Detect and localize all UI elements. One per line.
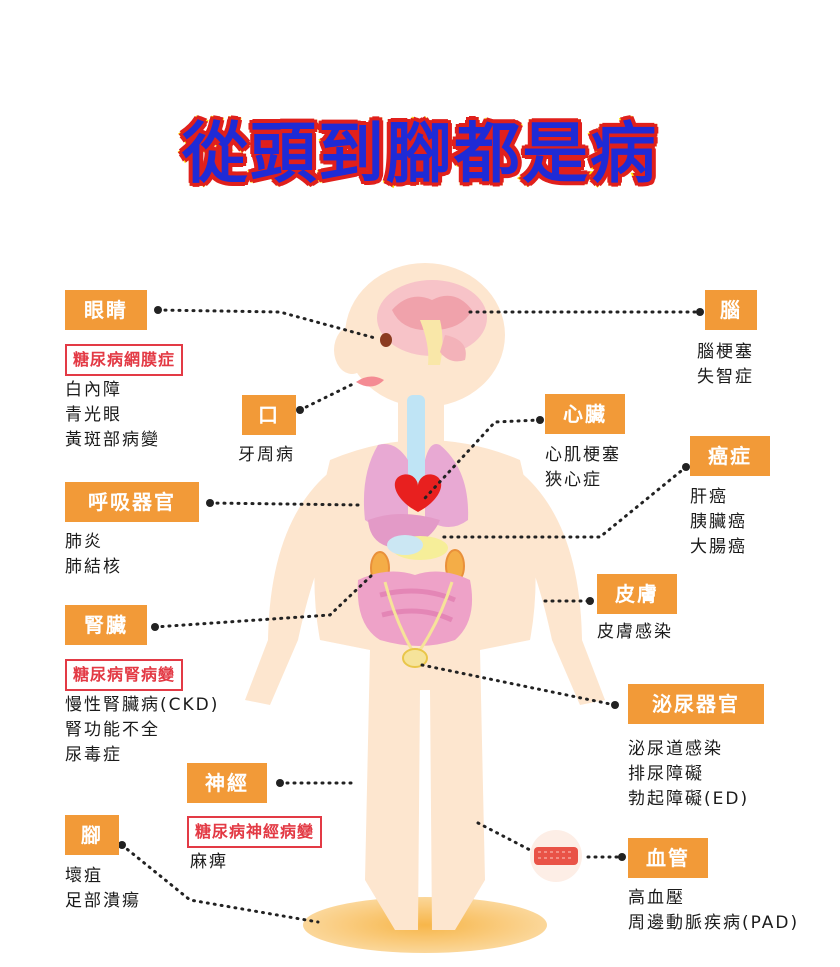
trachea [407, 395, 425, 485]
highlight-nerve: 糖尿病神經病變 [187, 816, 323, 848]
list-vessel: 高血壓 周邊動脈疾病(PAD) [628, 886, 799, 936]
list-item: 皮膚感染 [597, 622, 673, 642]
tag-kidney: 腎臟 [65, 605, 147, 645]
list-nerve: 麻痺 [190, 850, 228, 875]
brain-organ [377, 280, 487, 365]
list-item: 肺結核 [65, 557, 122, 577]
tag-urinary: 泌尿器官 [628, 684, 764, 724]
list-item: 尿毒症 [65, 745, 122, 765]
tag-heart: 心臟 [545, 394, 625, 434]
highlight-eyes: 糖尿病網膜症 [65, 344, 184, 376]
tag-vessel: 血管 [628, 838, 708, 878]
tag-mouth: 口 [242, 395, 296, 435]
list-urinary: 泌尿道感染 排尿障礙 勃起障礙(ED) [628, 737, 749, 812]
eye-dot [380, 333, 392, 347]
connector-dots [118, 306, 704, 861]
list-item: 腦梗塞 [697, 342, 754, 362]
list-kidney: 慢性腎臟病(CKD) 腎功能不全 尿毒症 [65, 693, 219, 768]
vessel-detail [530, 830, 582, 882]
left-lung [363, 444, 408, 528]
list-item: 麻痺 [190, 852, 228, 872]
list-item: 青光眼 [65, 405, 122, 425]
tag-nerve: 神經 [187, 763, 267, 803]
list-item: 泌尿道感染 [628, 739, 723, 759]
list-item: 狹心症 [545, 470, 602, 490]
list-item: 黃斑部病變 [65, 430, 160, 450]
list-heart: 心肌梗塞 狹心症 [545, 443, 621, 493]
list-item: 白內障 [65, 380, 122, 400]
list-item: 足部潰瘍 [65, 891, 141, 911]
connector-lines [120, 308, 702, 924]
list-mouth: 牙周病 [238, 443, 295, 468]
list-respiratory: 肺炎 肺結核 [65, 530, 122, 580]
mouth-shape [356, 376, 384, 387]
list-item: 牙周病 [238, 445, 295, 465]
list-foot: 壞疽 足部潰瘍 [65, 864, 141, 914]
list-skin: 皮膚感染 [597, 620, 673, 645]
list-item: 壞疽 [65, 866, 103, 886]
list-item: 勃起障礙(ED) [628, 789, 750, 809]
list-item: 肺炎 [65, 532, 103, 552]
tag-brain: 腦 [705, 290, 757, 330]
stomach [387, 535, 423, 555]
floor-shadow [303, 897, 547, 953]
right-lung [425, 444, 469, 528]
tag-skin: 皮膚 [597, 574, 677, 614]
tag-cancer: 癌症 [690, 436, 770, 476]
list-item: 慢性腎臟病(CKD) [65, 695, 220, 715]
highlight-kidney: 糖尿病腎病變 [65, 659, 184, 691]
list-item: 胰臟癌 [690, 512, 747, 532]
list-item: 失智症 [697, 367, 754, 387]
list-item: 周邊動脈疾病(PAD) [628, 913, 800, 933]
list-item: 腎功能不全 [65, 720, 160, 740]
tag-respiratory: 呼吸器官 [65, 482, 199, 522]
list-item: 心肌梗塞 [545, 445, 621, 465]
list-item: 肝癌 [690, 487, 728, 507]
page-title: 從頭到腳都是病 [179, 111, 659, 195]
list-item: 排尿障礙 [628, 764, 704, 784]
list-brain: 腦梗塞 失智症 [697, 340, 754, 390]
tag-eyes: 眼睛 [65, 290, 147, 330]
list-cancer: 肝癌 胰臟癌 大腸癌 [690, 485, 747, 560]
heart-organ [394, 474, 442, 512]
list-item: 高血壓 [628, 888, 685, 908]
list-item: 大腸癌 [690, 537, 747, 557]
list-eyes: 白內障 青光眼 黃斑部病變 [65, 378, 160, 453]
tag-foot: 腳 [65, 815, 119, 855]
bladder [402, 648, 428, 668]
